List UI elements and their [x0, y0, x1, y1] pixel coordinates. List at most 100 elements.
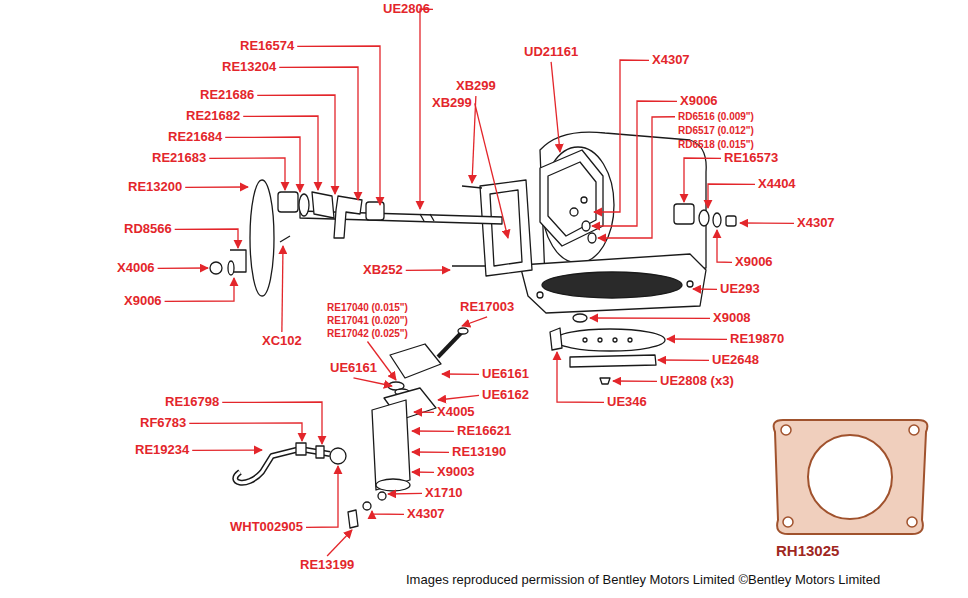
drawing-part	[210, 262, 222, 274]
drawing-part	[628, 338, 632, 342]
part-number: X9006	[680, 94, 718, 109]
drawing-part	[726, 216, 736, 226]
drawing-part	[537, 292, 543, 298]
drawing-part	[420, 214, 424, 221]
part-number: X9003	[437, 465, 475, 480]
part-number: RE17040 (0.015")	[327, 302, 408, 314]
part-number: RE19234	[135, 443, 189, 458]
drawing-part	[581, 197, 587, 203]
drawing-part	[228, 261, 234, 275]
drawing-part	[363, 502, 371, 510]
drawing-part	[158, 9, 794, 556]
leader-line	[372, 511, 404, 514]
drawing-part	[458, 328, 468, 334]
drawing-part	[299, 194, 309, 216]
drawing-part	[280, 236, 290, 242]
leader-line	[475, 103, 508, 238]
leader-line	[257, 95, 335, 194]
leader-line	[282, 246, 283, 332]
leader-line	[158, 267, 208, 269]
part-number: X4307	[652, 53, 690, 68]
part-number: RE21682	[186, 109, 240, 124]
drawing-part	[330, 448, 346, 464]
drawing-part	[598, 338, 602, 342]
part-number: RE17042 (0.025")	[327, 328, 408, 340]
drawing-part	[570, 208, 578, 216]
leader-line	[165, 278, 234, 301]
part-number: XB252	[363, 263, 403, 278]
drawing-part	[674, 204, 694, 224]
drawing-part	[774, 420, 928, 534]
drawing-part	[570, 355, 656, 367]
drawing-part	[390, 344, 441, 378]
drawing-part	[372, 400, 410, 490]
drawing-part	[582, 221, 590, 231]
drawing-part	[907, 517, 917, 527]
drawing-part	[316, 446, 324, 458]
leader-line	[353, 378, 392, 386]
part-number: RE19870	[730, 332, 784, 347]
drawing-part	[210, 132, 736, 528]
gasket-drawing	[774, 420, 928, 534]
copyright-note: Images reproduced permission of Bentley …	[406, 573, 880, 588]
drawing-part	[312, 192, 334, 218]
part-number: X4006	[117, 261, 155, 276]
part-number: UE346	[607, 395, 647, 410]
part-number: X1710	[425, 486, 463, 501]
leader-line	[442, 373, 479, 375]
leader-line	[598, 117, 675, 238]
part-number: X9006	[124, 294, 162, 309]
part-number: XB299	[432, 96, 472, 111]
drawing-part	[540, 150, 603, 246]
drawing-part	[550, 328, 562, 350]
part-number: RD6516 (0.009")	[678, 111, 754, 123]
drawing-part	[783, 517, 793, 527]
leader-line	[412, 451, 449, 453]
drawing-part	[588, 233, 596, 243]
drawing-part	[808, 435, 892, 519]
leader-line	[189, 423, 302, 441]
part-number: RE16574	[240, 39, 294, 54]
part-number: RD6518 (0.015")	[678, 139, 754, 151]
leader-line	[414, 411, 434, 413]
part-number: UE6161	[330, 361, 377, 376]
part-number: RE13204	[222, 60, 276, 75]
part-number: RE16798	[165, 395, 219, 410]
part-number: X9008	[713, 311, 751, 326]
part-number: RD6517 (0.012")	[678, 125, 754, 137]
leader-line	[684, 158, 721, 202]
leader-line	[667, 338, 727, 340]
drawing-part	[250, 180, 274, 296]
leader-line	[420, 9, 433, 209]
part-number: XC102	[262, 334, 302, 349]
leader-line	[693, 288, 717, 290]
part-number: RE16573	[724, 151, 778, 166]
drawing-part	[687, 281, 693, 287]
drawing-part	[548, 162, 596, 236]
drawing-part	[430, 214, 434, 221]
drawing-part	[296, 443, 306, 455]
part-number: UE6162	[482, 388, 529, 403]
drawing-part	[583, 338, 587, 342]
leader-line	[557, 352, 604, 402]
drawing-part	[909, 425, 919, 435]
part-number: UE2806	[383, 2, 430, 17]
part-number: X4307	[797, 216, 835, 231]
drawing-part	[376, 479, 410, 491]
leader-line	[412, 430, 454, 432]
leader-line	[306, 466, 338, 527]
part-number: X9006	[735, 255, 773, 270]
part-number: RE16621	[457, 424, 511, 439]
drawing-part	[278, 192, 298, 212]
drawing-part	[699, 210, 709, 226]
part-number: X4005	[437, 405, 475, 420]
leader-line	[708, 184, 755, 208]
part-number: UE2648	[712, 353, 759, 368]
leader-line	[590, 317, 710, 319]
leader-line	[192, 449, 262, 451]
drawing-part	[520, 254, 706, 313]
leader-line	[209, 158, 285, 190]
leader-line	[717, 230, 732, 262]
part-number: X4307	[407, 507, 445, 522]
part-number: RE21683	[152, 151, 206, 166]
